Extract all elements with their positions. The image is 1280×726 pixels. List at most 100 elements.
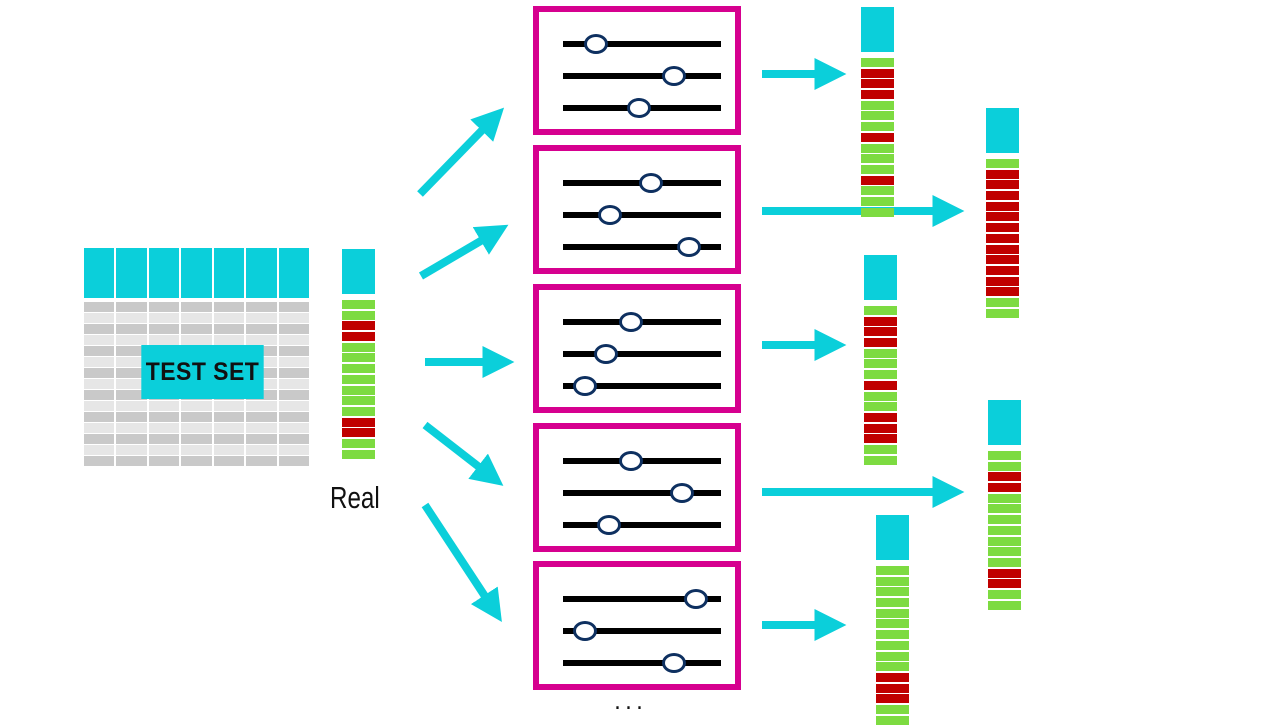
- correct-cell: [876, 587, 909, 597]
- correct-cell: [876, 640, 909, 650]
- table-cell: [84, 335, 115, 345]
- table-cell: [84, 412, 115, 422]
- table-cell: [246, 412, 277, 422]
- table-cell: [116, 390, 147, 400]
- table-cell: [246, 456, 277, 466]
- table-cell: [278, 313, 309, 323]
- correct-cell: [864, 370, 897, 380]
- model-4-box: [533, 423, 741, 552]
- prediction-3-column: [864, 255, 897, 466]
- table-cell: [148, 302, 180, 312]
- correct-cell: [864, 455, 897, 465]
- correct-cell: [986, 159, 1019, 168]
- table-cell: [116, 423, 147, 433]
- table-cell: [246, 324, 277, 334]
- incorrect-cell: [986, 255, 1019, 265]
- table-cell: [84, 423, 115, 433]
- table-cell: [116, 434, 147, 444]
- table-cell: [278, 324, 309, 334]
- table-cell: [148, 401, 180, 411]
- slider-knob: [598, 205, 623, 225]
- table-cell: [246, 335, 277, 345]
- correct-cell: [861, 207, 894, 217]
- table-cell: [181, 412, 212, 422]
- table-cell: [181, 456, 212, 466]
- incorrect-cell: [861, 79, 894, 89]
- table-cell: [278, 390, 309, 400]
- ellipsis: ...: [614, 690, 647, 715]
- correct-cell: [342, 406, 375, 416]
- incorrect-cell: [986, 212, 1019, 222]
- correct-cell: [864, 402, 897, 412]
- header-cell: [84, 248, 115, 298]
- table-row: [84, 324, 309, 334]
- slider-track: [563, 383, 721, 389]
- slider-knob: [573, 621, 598, 641]
- incorrect-cell: [986, 287, 1019, 297]
- table-cell: [213, 456, 245, 466]
- table-cell: [148, 313, 180, 323]
- arrow-to-model-1: [417, 107, 505, 197]
- table-cell: [116, 379, 147, 389]
- table-cell: [84, 302, 115, 312]
- correct-cell: [876, 576, 909, 586]
- correct-cell: [876, 630, 909, 640]
- table-cell: [213, 412, 245, 422]
- prediction-2-column: [986, 108, 1019, 319]
- incorrect-cell: [986, 265, 1019, 275]
- correct-cell: [864, 444, 897, 454]
- correct-cell: [988, 589, 1021, 599]
- correct-cell: [342, 364, 375, 374]
- slider-track: [563, 660, 721, 666]
- slider-knob: [593, 344, 618, 364]
- table-cell: [181, 313, 212, 323]
- arrow-to-model-5: [421, 502, 502, 623]
- column-header: [864, 255, 897, 300]
- arrow-to-model-4: [422, 421, 504, 486]
- table-cell: [148, 412, 180, 422]
- table-cell: [181, 335, 212, 345]
- column-header: [988, 400, 1021, 445]
- table-cell: [116, 324, 147, 334]
- table-cell: [278, 423, 309, 433]
- incorrect-cell: [876, 683, 909, 693]
- table-row: [84, 335, 309, 345]
- table-cell: [246, 445, 277, 455]
- table-row: [84, 456, 309, 466]
- correct-cell: [986, 297, 1019, 307]
- correct-cell: [864, 359, 897, 369]
- correct-cell: [988, 547, 1021, 557]
- slider-track: [563, 351, 721, 357]
- table-cell: [278, 445, 309, 455]
- table-cell: [84, 357, 115, 367]
- slider-track: [563, 522, 721, 528]
- model-1-box: [533, 6, 741, 135]
- table-cell: [246, 302, 277, 312]
- incorrect-cell: [342, 332, 375, 342]
- correct-cell: [988, 525, 1021, 535]
- table-cell: [213, 445, 245, 455]
- table-cell: [213, 335, 245, 345]
- table-cell: [84, 379, 115, 389]
- incorrect-cell: [986, 276, 1019, 286]
- table-cell: [278, 379, 309, 389]
- incorrect-cell: [988, 483, 1021, 493]
- incorrect-cell: [876, 672, 909, 682]
- table-row: [84, 302, 309, 312]
- table-cell: [84, 324, 115, 334]
- slider-knob: [669, 483, 694, 503]
- header-cell: [181, 248, 212, 298]
- correct-cell: [861, 58, 894, 67]
- model-3-box: [533, 284, 741, 413]
- correct-cell: [876, 598, 909, 608]
- slider-track: [563, 490, 721, 496]
- incorrect-cell: [864, 327, 897, 337]
- slider-knob: [596, 515, 621, 535]
- correct-cell: [861, 164, 894, 174]
- table-cell: [148, 423, 180, 433]
- slider-knob: [661, 66, 686, 86]
- correct-cell: [988, 536, 1021, 546]
- slider-track: [563, 596, 721, 602]
- test-set-label: TEST SET: [141, 345, 264, 399]
